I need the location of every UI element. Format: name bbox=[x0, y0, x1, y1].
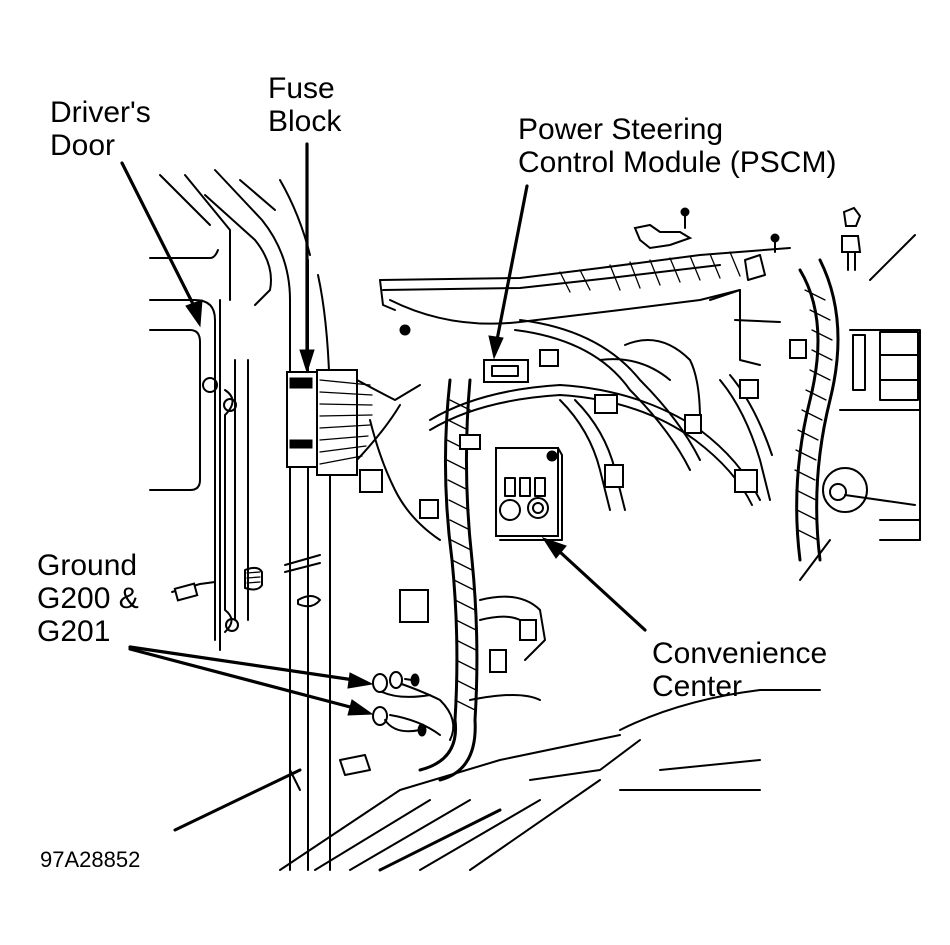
label-line: Driver's bbox=[50, 96, 151, 129]
label-ground: Ground G200 & G201 bbox=[37, 549, 139, 648]
ground-terminals bbox=[372, 671, 431, 737]
label-line: Fuse bbox=[268, 72, 335, 105]
arrow-head-ground-g200 bbox=[347, 672, 374, 689]
label-line: Convenience bbox=[652, 637, 828, 670]
label-line: Door bbox=[50, 129, 116, 162]
label-line: Block bbox=[268, 105, 342, 138]
leader-convenience-center bbox=[558, 550, 647, 632]
label-convenience-center: Convenience Center bbox=[652, 637, 827, 703]
connectors bbox=[284, 206, 862, 673]
label-line: Ground bbox=[37, 549, 138, 582]
leader-pscm bbox=[495, 184, 529, 342]
label-line: Control Module (PSCM) bbox=[518, 146, 837, 179]
label-fuse-block: Fuse Block bbox=[268, 72, 341, 138]
dash-structure bbox=[379, 234, 921, 581]
label-pscm: Power Steering Control Module (PSCM) bbox=[518, 113, 836, 179]
fuse-block-drawing bbox=[286, 369, 421, 476]
label-line: Power Steering bbox=[518, 113, 724, 146]
wiring-harness bbox=[369, 258, 840, 782]
floor-sill bbox=[173, 689, 821, 872]
arrow-head-fuse-block bbox=[299, 349, 315, 374]
arrow-head-convenience-center bbox=[541, 537, 567, 559]
leader-ground-g201 bbox=[128, 647, 356, 710]
leader-drivers-door bbox=[120, 161, 198, 312]
arrow-head-ground-g201 bbox=[347, 699, 374, 716]
ground-stud-parts bbox=[171, 566, 321, 608]
figure-id: 97A28852 bbox=[40, 847, 141, 872]
convenience-center-drawing bbox=[495, 447, 563, 541]
driver-door-frame bbox=[149, 169, 331, 871]
arrow-head-drivers-door bbox=[185, 299, 203, 328]
arrow-head-pscm bbox=[488, 335, 504, 360]
label-line: G201 bbox=[37, 615, 111, 648]
label-line: Center bbox=[652, 670, 743, 703]
leader-ground-g200 bbox=[128, 645, 356, 682]
leader-arrows bbox=[120, 142, 647, 716]
label-line: G200 & bbox=[37, 582, 139, 615]
label-drivers-door: Driver's Door bbox=[50, 96, 151, 162]
